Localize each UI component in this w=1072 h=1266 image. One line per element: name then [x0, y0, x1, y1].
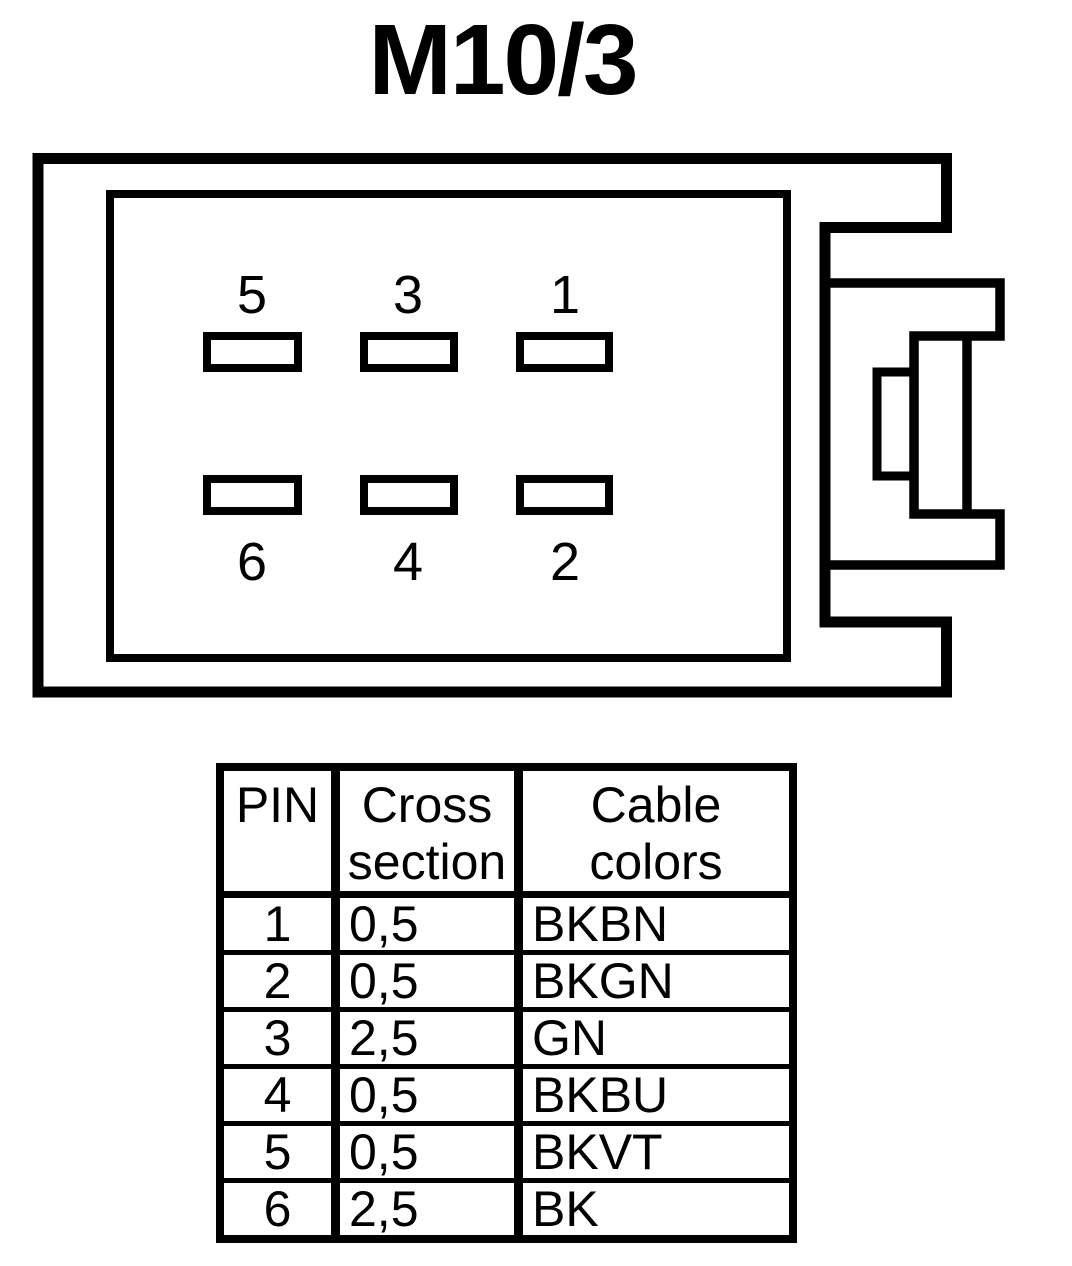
pin-slot-5 [203, 332, 302, 372]
pin-label-1: 1 [550, 265, 580, 325]
cell-cross-section: 2,5 [331, 1007, 519, 1067]
pin-slot-1 [516, 332, 613, 372]
col-header-cable-colors: Cable colors [514, 767, 793, 898]
table-row: 4 0,5 BKBU [220, 1064, 793, 1124]
connector-diagram: 5 3 1 6 4 2 [32, 153, 1005, 698]
table-row: 3 2,5 GN [220, 1007, 793, 1067]
cell-cable-color: BKGN [514, 950, 793, 1010]
col-header-pin: PIN [220, 767, 336, 898]
cell-cross-section: 0,5 [331, 950, 519, 1010]
cell-pin: 6 [220, 1178, 336, 1239]
cell-cross-section: 2,5 [331, 1178, 519, 1239]
cell-cross-section: 0,5 [331, 892, 519, 953]
cell-cross-section: 0,5 [331, 1064, 519, 1124]
header-row: PIN Cross section Cable colors [220, 767, 793, 898]
pin-label-4: 4 [393, 532, 423, 592]
pinout-table: PIN Cross section Cable colors 1 0,5 BKB… [216, 763, 797, 1243]
cell-pin: 2 [220, 950, 336, 1010]
pin-label-6: 6 [237, 532, 267, 592]
pin-label-5: 5 [237, 265, 267, 325]
pin-slot-3 [360, 332, 458, 372]
connector-title: M10/3 [368, 4, 639, 116]
cell-cable-color: BKBU [514, 1064, 793, 1124]
connector-face-outline [106, 190, 791, 662]
table-row: 2 0,5 BKGN [220, 950, 793, 1010]
cell-cable-color: GN [514, 1007, 793, 1067]
pin-label-3: 3 [393, 265, 423, 325]
table-row: 5 0,5 BKVT [220, 1121, 793, 1181]
cell-pin: 3 [220, 1007, 336, 1067]
cell-cable-color: BKVT [514, 1121, 793, 1181]
col-header-cross-section: Cross section [331, 767, 519, 898]
cell-cross-section: 0,5 [331, 1121, 519, 1181]
latch-guide-tab [872, 367, 919, 481]
cell-cable-color: BK [514, 1178, 793, 1239]
cell-pin: 1 [220, 892, 336, 953]
pin-slot-4 [360, 475, 458, 515]
table-row: 6 2,5 BK [220, 1178, 793, 1239]
cell-cable-color: BKBN [514, 892, 793, 953]
pin-label-2: 2 [550, 532, 580, 592]
pin-slot-6 [203, 475, 302, 515]
table-row: 1 0,5 BKBN [220, 892, 793, 953]
connector-housing-outline [32, 153, 952, 698]
cell-pin: 4 [220, 1064, 336, 1124]
pin-slot-2 [516, 475, 613, 515]
cell-pin: 5 [220, 1121, 336, 1181]
